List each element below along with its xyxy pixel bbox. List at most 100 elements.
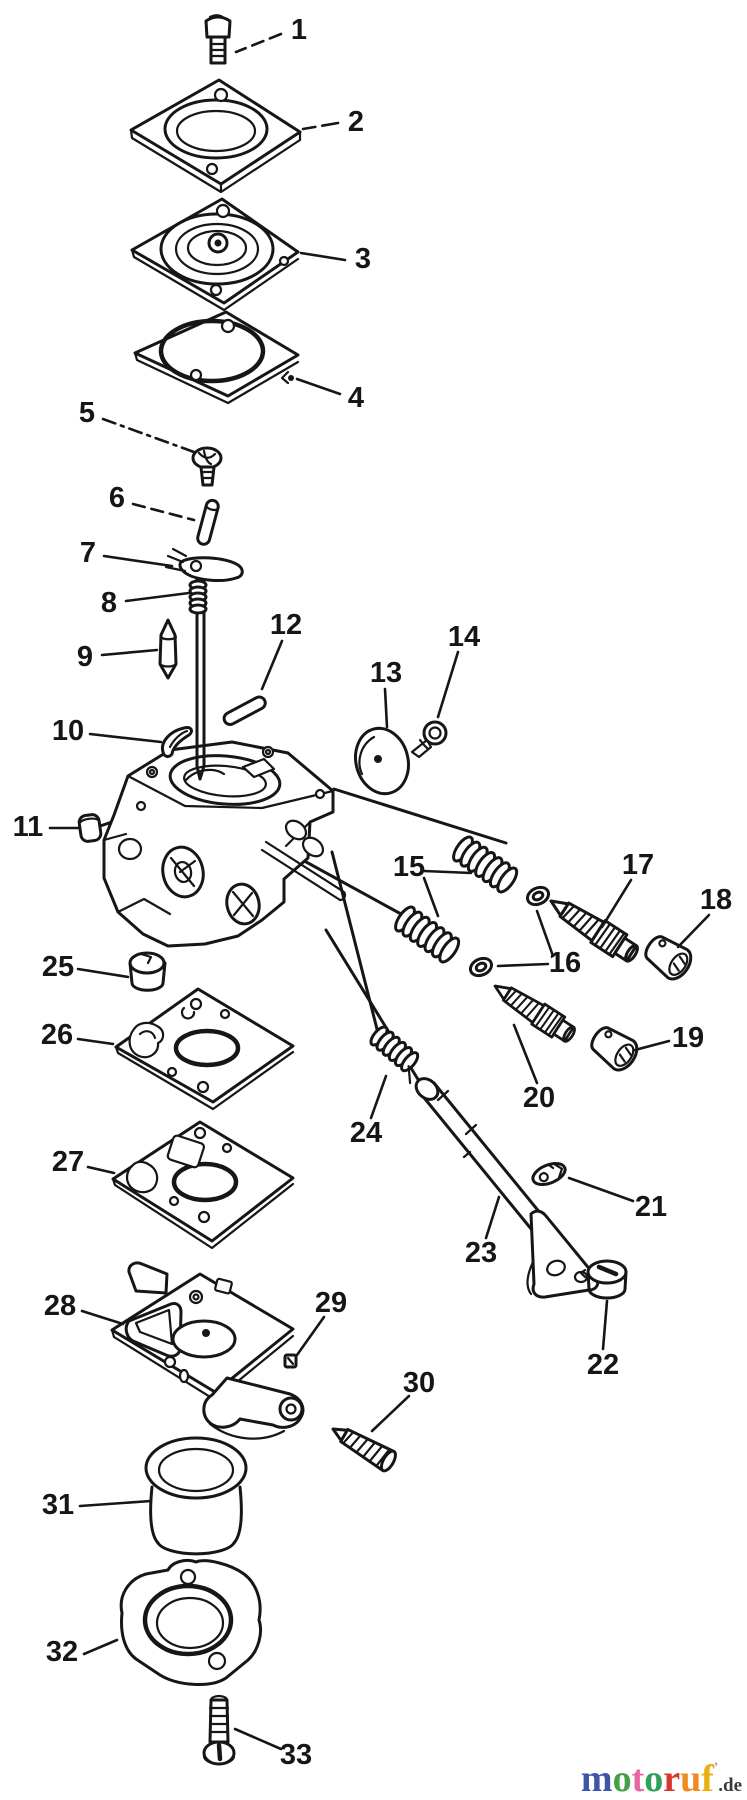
part-label-12: 12 bbox=[270, 609, 302, 641]
leader-line-28 bbox=[80, 1309, 125, 1326]
part-9-inlet-needle bbox=[158, 618, 178, 680]
part-label-13: 13 bbox=[370, 657, 402, 689]
part-11-plug bbox=[77, 813, 103, 843]
part-label-20: 20 bbox=[523, 1082, 555, 1114]
leader-line-30 bbox=[370, 1394, 411, 1433]
part-27-metering-diaphragm bbox=[111, 1120, 295, 1250]
part-23-throttle-shaft bbox=[414, 1077, 600, 1299]
leader-line-19 bbox=[633, 1039, 671, 1052]
part-label-17: 17 bbox=[622, 849, 654, 881]
part-label-28: 28 bbox=[44, 1290, 76, 1322]
leader-line-18 bbox=[676, 913, 711, 949]
leader-line-8 bbox=[124, 591, 191, 603]
leader-line-31 bbox=[78, 1499, 153, 1508]
part-label-4: 4 bbox=[348, 382, 364, 414]
leader-line-14 bbox=[436, 650, 460, 719]
part-label-2: 2 bbox=[348, 106, 364, 138]
leader-line-7 bbox=[102, 554, 174, 568]
logo-suffix: .de bbox=[718, 1775, 742, 1796]
part-label-21: 21 bbox=[635, 1191, 667, 1223]
leader-line-10 bbox=[88, 732, 163, 744]
leader-line-9 bbox=[100, 648, 159, 657]
logo-tick: ’ bbox=[713, 1759, 719, 1774]
part-label-16: 16 bbox=[549, 947, 581, 979]
leader-line-26 bbox=[76, 1037, 115, 1046]
leader-line-16 bbox=[535, 909, 555, 958]
leader-line-6 bbox=[131, 502, 196, 522]
leader-line-24 bbox=[369, 1074, 388, 1120]
part-22-plug bbox=[579, 1259, 628, 1300]
leader-line-17 bbox=[600, 878, 633, 929]
leader-line-4 bbox=[295, 377, 342, 396]
part-label-5: 5 bbox=[79, 397, 95, 429]
part-label-32: 32 bbox=[46, 1636, 78, 1668]
part-label-1: 1 bbox=[291, 14, 307, 46]
part-3-pump-diaphragm bbox=[130, 197, 300, 312]
part-28-pump-body bbox=[110, 1261, 305, 1440]
leader-line-15 bbox=[422, 876, 440, 918]
logo-letter: o bbox=[612, 1758, 632, 1800]
part-label-23: 23 bbox=[465, 1237, 497, 1269]
labels-layer: 1234567891011121314151617181920212223242… bbox=[13, 14, 732, 1771]
part-10-needle-clip bbox=[160, 726, 193, 758]
part-label-33: 33 bbox=[280, 1739, 312, 1771]
watermark-logo[interactable]: motoruf’.de bbox=[581, 1760, 742, 1798]
leader-line-21 bbox=[567, 1176, 635, 1203]
leader-line-3 bbox=[299, 251, 347, 262]
leader-line-20 bbox=[512, 1023, 539, 1085]
part-label-10: 10 bbox=[52, 715, 84, 747]
part-label-25: 25 bbox=[42, 951, 74, 983]
logo-letter: f bbox=[701, 1758, 714, 1800]
logo-letter: r bbox=[663, 1758, 681, 1800]
leader-line-13 bbox=[383, 687, 389, 729]
part-label-15: 15 bbox=[393, 851, 425, 883]
carburetor-body bbox=[102, 740, 347, 948]
leader-line-32 bbox=[82, 1638, 119, 1656]
part-4-pump-gasket bbox=[133, 310, 300, 405]
part-12-pin bbox=[222, 695, 267, 726]
part-15-spring-upper bbox=[448, 832, 522, 897]
part-label-27: 27 bbox=[52, 1146, 84, 1178]
leader-line-29 bbox=[295, 1315, 326, 1357]
part-1-cover-screw bbox=[204, 14, 232, 65]
part-5-metering-lever-screw bbox=[191, 446, 223, 487]
leader-line-15 bbox=[422, 869, 473, 875]
part-16-washer-upper bbox=[523, 882, 553, 910]
logo-letter: u bbox=[680, 1758, 702, 1800]
leader-line-16 bbox=[496, 962, 550, 968]
part-26-metering-gasket bbox=[114, 987, 295, 1111]
part-label-19: 19 bbox=[672, 1022, 704, 1054]
part-label-11: 11 bbox=[13, 811, 44, 843]
part-15-spring-lower bbox=[390, 902, 464, 967]
leader-line-22 bbox=[601, 1299, 609, 1351]
part-label-8: 8 bbox=[101, 587, 117, 619]
leader-line-2 bbox=[301, 121, 340, 131]
part-20-idle-mixture-needle bbox=[487, 974, 581, 1048]
leader-line-27 bbox=[86, 1165, 116, 1175]
part-label-6: 6 bbox=[109, 482, 125, 514]
part-label-7: 7 bbox=[80, 537, 96, 569]
part-2-pump-cover bbox=[129, 78, 302, 194]
part-label-30: 30 bbox=[403, 1367, 435, 1399]
leader-line-33 bbox=[233, 1727, 283, 1751]
part-16-washer-lower bbox=[466, 953, 496, 981]
leader-line-23 bbox=[484, 1195, 501, 1240]
logo-letter: t bbox=[631, 1758, 645, 1800]
part-label-18: 18 bbox=[700, 884, 732, 916]
part-32-flange-gasket bbox=[119, 1558, 263, 1686]
part-label-22: 22 bbox=[587, 1349, 619, 1381]
part-33-mounting-screw bbox=[202, 1694, 236, 1766]
part-14-shutter-screw bbox=[410, 720, 448, 759]
part-6-pivot-pin bbox=[196, 498, 220, 546]
leader-line-1 bbox=[234, 32, 283, 54]
part-13-throttle-shutter bbox=[354, 726, 410, 796]
part-29-pin bbox=[283, 1353, 298, 1369]
part-label-3: 3 bbox=[355, 243, 371, 275]
part-label-29: 29 bbox=[315, 1287, 347, 1319]
part-30-tapping-screw bbox=[331, 1427, 397, 1473]
part-31-pump-cup bbox=[144, 1436, 248, 1556]
part-label-31: 31 bbox=[42, 1489, 74, 1521]
logo-letter: m bbox=[580, 1758, 613, 1800]
part-label-14: 14 bbox=[448, 621, 480, 653]
